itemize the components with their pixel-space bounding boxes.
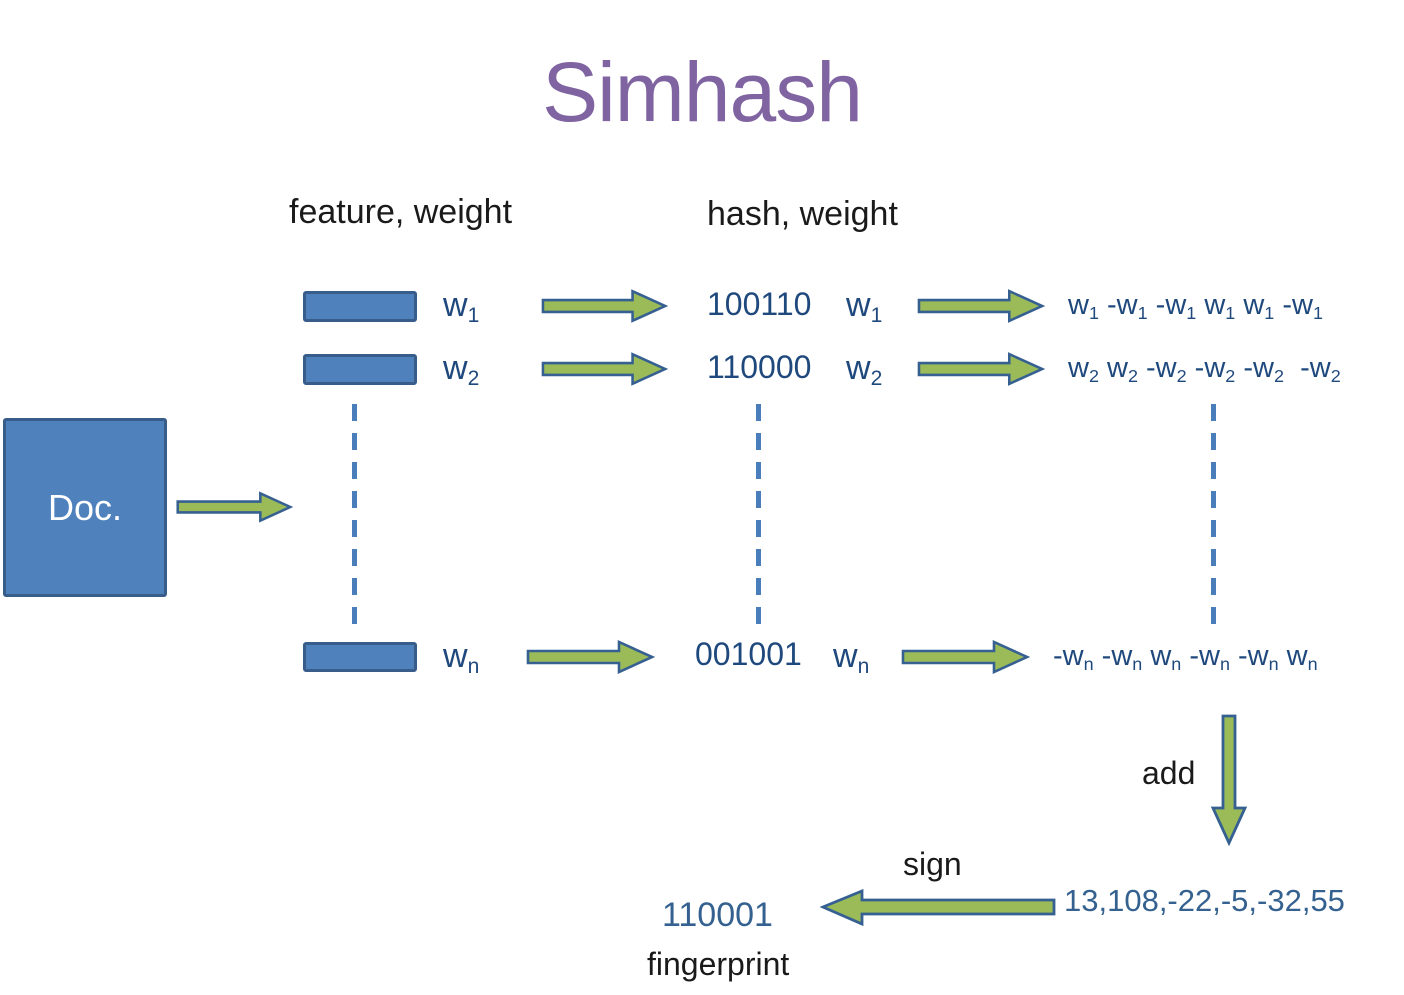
- right-arrow-icon: [525, 640, 655, 674]
- sum-vector-value: 13,108,-22,-5,-32,55: [1064, 883, 1345, 918]
- column-header-feature-weight: feature, weight: [289, 193, 513, 231]
- right-arrow-icon: [916, 352, 1045, 386]
- left-arrow-icon: [820, 889, 1057, 926]
- feature-box-2: [303, 354, 417, 385]
- hash-value-1: 100110: [707, 286, 812, 322]
- weight-sequence-n: -wn -wn wn -wn -wn wn: [1053, 640, 1318, 675]
- right-arrow-icon: [540, 352, 668, 386]
- vertical-dashed-line: [756, 404, 761, 632]
- right-arrow-icon: [175, 490, 293, 524]
- doc-label: Doc.: [47, 486, 123, 528]
- right-arrow-icon: [900, 640, 1030, 674]
- vertical-dashed-line: [352, 404, 357, 632]
- doc-box: Doc.: [3, 418, 167, 597]
- weight-sequence-1: w1 -w1 -w1 w1 w1 -w1: [1068, 289, 1323, 324]
- feature-box-1: [303, 291, 417, 322]
- fingerprint-value: 110001: [662, 896, 773, 934]
- hash-weight-label-1: w1: [846, 286, 883, 327]
- page-title: Simhash: [542, 45, 863, 139]
- hash-value-2: 110000: [707, 349, 812, 385]
- right-arrow-icon: [916, 289, 1045, 323]
- feature-weight-label-n: wn: [443, 637, 480, 678]
- right-arrow-icon: [540, 289, 668, 323]
- column-header-hash-weight: hash, weight: [707, 195, 898, 233]
- hash-weight-label-n: wn: [833, 637, 870, 678]
- add-label: add: [1142, 755, 1196, 791]
- vertical-dashed-line: [1211, 404, 1216, 632]
- feature-box-n: [303, 642, 417, 672]
- feature-weight-label-2: w2: [443, 349, 480, 390]
- feature-weight-label-1: w1: [443, 286, 480, 327]
- weight-sequence-2: w2 w2 -w2 -w2 -w2 -w2: [1068, 352, 1341, 387]
- hash-value-n: 001001: [695, 636, 802, 672]
- down-arrow-icon: [1210, 713, 1248, 846]
- sign-label: sign: [903, 846, 962, 882]
- hash-weight-label-2: w2: [846, 349, 883, 390]
- fingerprint-label: fingerprint: [647, 946, 790, 982]
